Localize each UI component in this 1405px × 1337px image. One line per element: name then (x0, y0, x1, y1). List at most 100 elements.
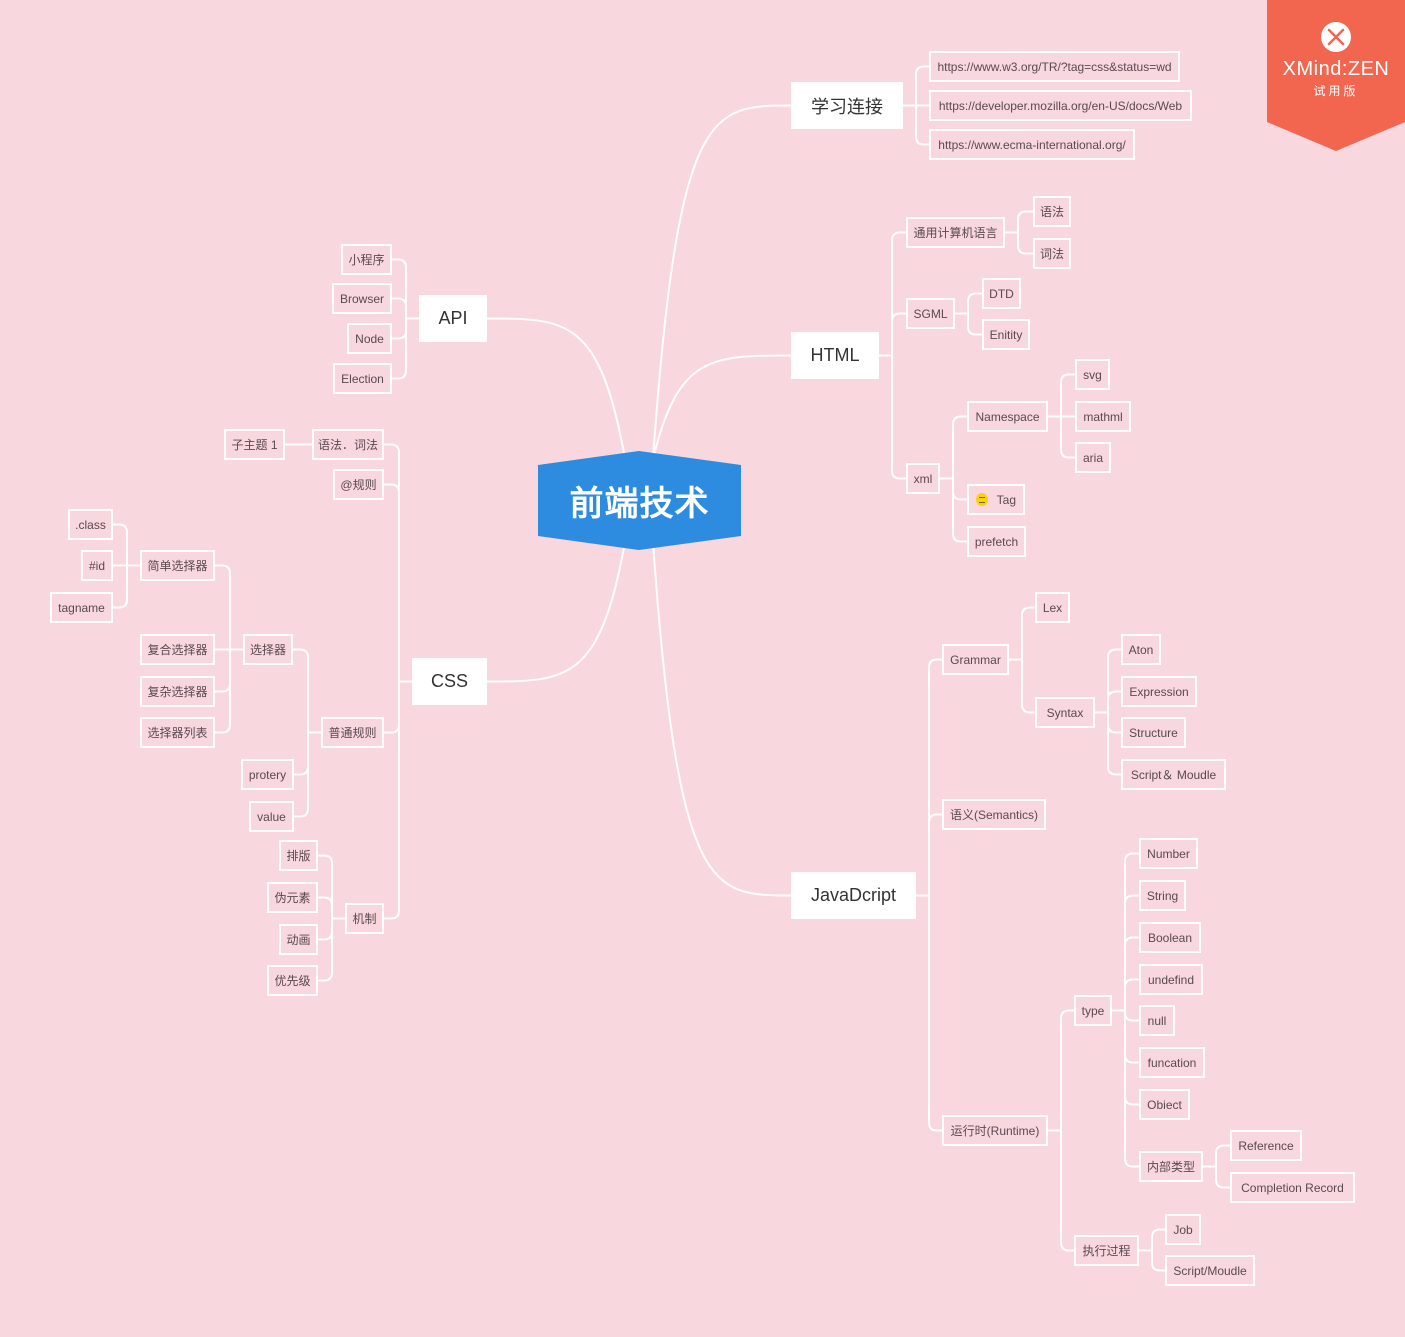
topic-label: @规则 (340, 478, 377, 492)
subtopic-branches-1-children-0[interactable]: 通用计算机语言 (906, 217, 1005, 248)
subtopic-obiect[interactable]: Obiect (1139, 1089, 1190, 1120)
subtopic-syntax[interactable]: Syntax (1035, 697, 1095, 728)
subtopic-structure[interactable]: Structure (1121, 717, 1186, 748)
subtopic-script-moudle[interactable]: Script/Moudle (1165, 1255, 1255, 1286)
subtopic-number[interactable]: Number (1139, 838, 1198, 869)
subtopic-type[interactable]: type (1074, 995, 1112, 1026)
subtopic-semantics[interactable]: 语义(Semantics) (942, 799, 1046, 830)
main-branch-line (652, 104, 792, 460)
subtopic-node[interactable]: Node (347, 323, 392, 354)
subtopic-browser[interactable]: Browser (332, 283, 392, 314)
subtopic-completion-record[interactable]: Completion Record (1230, 1172, 1355, 1203)
subtopic-1[interactable]: 子主题 1 (224, 429, 285, 460)
subtopic-branches-1-children-0-children-0[interactable]: 语法 (1033, 196, 1071, 227)
child-line (1017, 210, 1033, 233)
main-branch-line (652, 541, 792, 897)
subtopic-branches-4-children-2[interactable]: 普通规则 (321, 717, 384, 748)
subtopic-enitity[interactable]: Enitity (982, 319, 1030, 350)
main-topic-api[interactable]: API (419, 295, 487, 342)
badge-subtitle: 试用版 (1313, 84, 1359, 98)
subtopic-undefind[interactable]: undefind (1139, 964, 1203, 995)
child-line (915, 105, 929, 146)
subtopic-svg[interactable]: svg (1075, 359, 1110, 390)
main-topic-html[interactable]: HTML (791, 332, 879, 379)
subtopic-lex[interactable]: Lex (1035, 592, 1070, 623)
subtopic-tag[interactable]: Tag (967, 484, 1025, 515)
subtopic-branches-4-children-2-children-0-children-0[interactable]: 简单选择器 (140, 550, 215, 581)
subtopic-https-www-ecma-international-org[interactable]: https://www.ecma-international.org/ (929, 129, 1135, 160)
central-topic-shape (538, 451, 741, 550)
subtopic-sgml[interactable]: SGML (906, 298, 955, 329)
subtopic-aria[interactable]: aria (1075, 442, 1111, 473)
subtopic-job[interactable]: Job (1165, 1214, 1201, 1245)
main-topic-branches-0[interactable]: 学习连接 (791, 82, 903, 129)
central-topic[interactable]: 前端技术 (569, 485, 710, 523)
main-topic-javadcript[interactable]: JavaDcript (791, 872, 916, 919)
subtopic-mathml[interactable]: mathml (1075, 401, 1131, 432)
topic-label: aria (1083, 450, 1104, 465)
subtopic-branches-4-children-3-children-0[interactable]: 排版 (279, 840, 318, 871)
subtopic-branches-4-children-2-children-0-children-2[interactable]: 复杂选择器 (140, 676, 215, 707)
topic-label: 执行过程 (1082, 1244, 1131, 1258)
subtopic-aton[interactable]: Aton (1121, 634, 1161, 665)
subtopic-namespace[interactable]: Namespace (967, 401, 1048, 432)
subtopic-tagname[interactable]: tagname (50, 592, 113, 623)
topic-label: xml (913, 471, 933, 486)
topic-label: funcation (1147, 1055, 1197, 1070)
subtopic-election[interactable]: Election (333, 363, 392, 394)
topic-label: mathml (1083, 409, 1123, 424)
subtopic-xml[interactable]: xml (906, 463, 940, 494)
subtopic-branches-4-children-0[interactable]: 语法．词法 (312, 429, 384, 460)
topic-label: API (438, 308, 468, 328)
subtopic-branches-3-children-0[interactable]: 小程序 (341, 244, 392, 275)
subtopic-https-www-w3-org-tr-tag-css-status-wd[interactable]: https://www.w3.org/TR/?tag=css&status=wd (929, 51, 1180, 82)
subtopic-dtd[interactable]: DTD (982, 278, 1021, 309)
subtopic-runtime[interactable]: 运行时(Runtime) (942, 1115, 1048, 1146)
subtopic-prefetch[interactable]: prefetch (967, 526, 1026, 557)
subtopic-value[interactable]: value (249, 801, 294, 832)
subtopic-branches-4-children-2-children-0-children-3[interactable]: 选择器列表 (140, 717, 215, 748)
subtopic-branches-4-children-1[interactable]: @规则 (333, 469, 384, 500)
main-branch-line (486, 317, 626, 460)
child-line (215, 564, 231, 650)
topic-label: 语法 (1040, 205, 1065, 219)
child-line (384, 443, 400, 682)
child-line (294, 732, 309, 818)
topic-label: Namespace (975, 409, 1040, 424)
subtopic-branches-1-children-0-children-1[interactable]: 词法 (1033, 238, 1071, 269)
child-line (1107, 712, 1121, 734)
child-line (113, 565, 128, 609)
subtopic-branches-4-children-2-children-0-children-1[interactable]: 复合选择器 (140, 634, 215, 665)
child-line (1021, 606, 1035, 660)
subtopic-protery[interactable]: protery (241, 759, 294, 790)
subtopic-string[interactable]: String (1139, 880, 1186, 911)
subtopic-null[interactable]: null (1139, 1005, 1175, 1036)
topic-label: Syntax (1046, 705, 1084, 720)
subtopic-expression[interactable]: Expression (1121, 676, 1197, 707)
subtopic-branches-4-children-3-children-2[interactable]: 动画 (279, 924, 318, 955)
topic-label: 通用计算机语言 (913, 226, 998, 240)
child-line (891, 355, 906, 480)
topic-label: 子主题 1 (231, 438, 278, 452)
subtopic-branches-4-children-3-children-3[interactable]: 优先级 (267, 965, 318, 996)
subtopic-class[interactable]: .class (68, 509, 113, 540)
subtopic-funcation[interactable]: funcation (1139, 1047, 1205, 1078)
badge-title: XMind:ZEN (1282, 58, 1390, 80)
subtopic-https-developer-mozilla-org-en-us-docs-web[interactable]: https://developer.mozilla.org/en-US/docs… (929, 90, 1192, 121)
subtopic-script-moudle[interactable]: Script＆ Moudle (1121, 759, 1226, 790)
main-topic-css[interactable]: CSS (412, 658, 487, 705)
subtopic-id[interactable]: #id (81, 550, 113, 581)
subtopic-branches-2-children-2-children-1[interactable]: 执行过程 (1074, 1235, 1139, 1266)
subtopic-branches-4-children-2-children-0[interactable]: 选择器 (243, 634, 293, 665)
subtopic-boolean[interactable]: Boolean (1139, 922, 1201, 953)
subtopic-branches-2-children-2-children-0-children-7[interactable]: 内部类型 (1139, 1151, 1203, 1182)
child-line (318, 854, 333, 919)
child-line (384, 483, 400, 682)
topic-label: 简单选择器 (147, 559, 208, 573)
subtopic-branches-4-children-3-children-1[interactable]: 伪元素 (267, 882, 318, 913)
topic-label: null (1147, 1013, 1167, 1028)
subtopic-branches-4-children-3[interactable]: 机制 (345, 903, 384, 934)
subtopic-grammar[interactable]: Grammar (942, 644, 1009, 675)
subtopic-reference[interactable]: Reference (1230, 1130, 1302, 1161)
child-line (1124, 1010, 1139, 1022)
